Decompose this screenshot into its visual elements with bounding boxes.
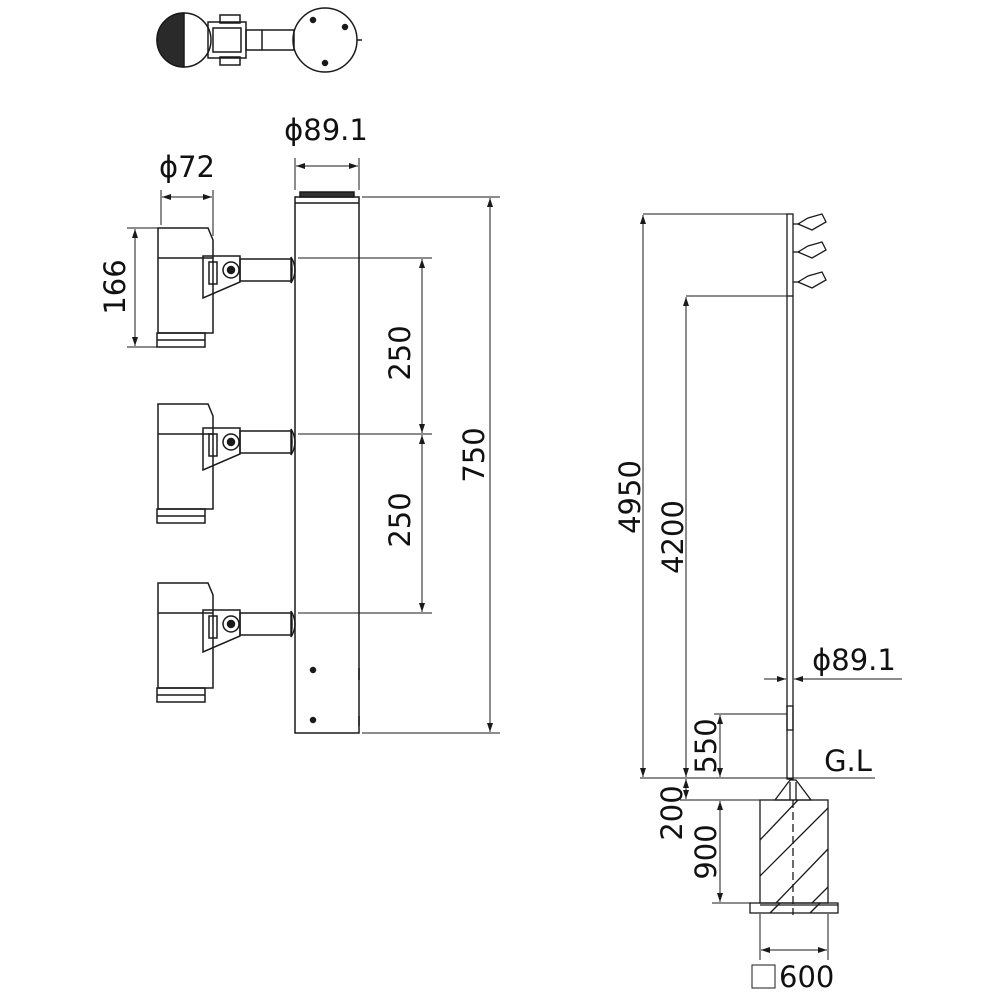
spacing-lower-label: 250: [383, 492, 417, 547]
full-pole: [773, 213, 827, 801]
mounting-height-label: 4200: [656, 500, 690, 574]
full-dimension-lines: [640, 213, 902, 989]
overall-height-label: 4950: [613, 460, 647, 534]
pole-diameter-label: ϕ89.1: [812, 643, 896, 677]
foundation: [749, 799, 839, 915]
ground-line-label: G.L: [824, 744, 872, 778]
pole-shaft-detail: [294, 191, 360, 734]
bracket-overall-label: 750: [457, 427, 491, 482]
foundation-depth-label: 900: [689, 824, 723, 879]
luminaire-1: [156, 227, 296, 348]
luminaire-3: [156, 582, 296, 703]
luminaire-height-label: 166: [98, 259, 132, 314]
pole-diameter-detail-label: ϕ89.1: [284, 113, 368, 147]
top-plan-view: [156, 7, 362, 73]
luminaire-2: [156, 403, 296, 524]
full-pole-elevation: 4950 4200 ϕ89.1 550 G.L 200 900 600: [613, 213, 902, 994]
luminaire-diameter-label: ϕ72: [159, 150, 215, 184]
foundation-size-label: 600: [779, 960, 834, 994]
detail-dimension-lines: [127, 158, 500, 734]
embed-depth-label: 200: [655, 785, 689, 840]
handhole-height-label: 550: [689, 718, 723, 773]
spacing-upper-label: 250: [383, 325, 417, 380]
detail-elevation: ϕ89.1 ϕ72 166 250 250 750: [98, 113, 500, 734]
